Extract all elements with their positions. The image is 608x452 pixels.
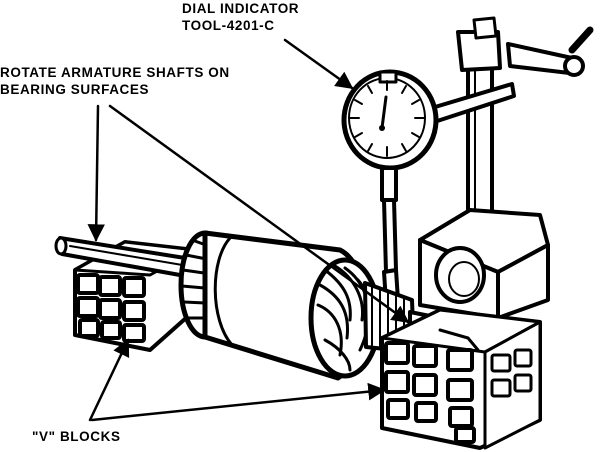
callout-leaders [87,38,410,422]
dial-indicator-label: DIAL INDICATOR TOOL-4201-C [182,0,299,34]
indicator-stand [418,16,594,320]
dial-stem [380,166,398,202]
leader-shaft-right [108,104,410,324]
leader-shaft-left [87,104,105,242]
armature [178,230,416,381]
dial-indicator-label-line1: DIAL INDICATOR [182,1,300,16]
dial-indicator [341,69,439,304]
rotate-shafts-label: ROTATE ARMATURE SHAFTS ON BEARING SURFAC… [0,64,230,98]
dial-needle [380,95,388,130]
v-block-front [380,308,542,450]
leader-vblock-rear [88,338,130,422]
rotate-shafts-label-line2: BEARING SURFACES [0,82,150,97]
rotate-shafts-label-line1: ROTATE ARMATURE SHAFTS ON [0,65,230,80]
leader-dial-indicator [283,38,354,90]
dial-indicator-label-line2: TOOL-4201-C [182,18,275,33]
stand-base-side [496,243,550,320]
leader-vblock-front [90,382,386,422]
v-blocks-label: "V" BLOCKS [32,429,121,444]
